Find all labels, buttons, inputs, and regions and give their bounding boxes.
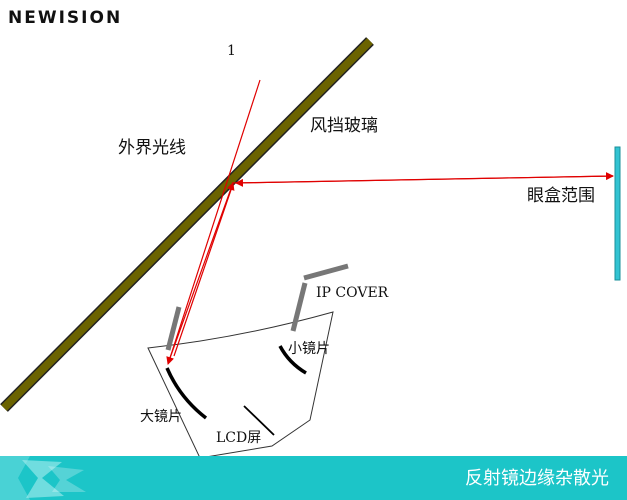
eyebox-label: 眼盒范围 bbox=[527, 186, 595, 206]
ip-cover-label: IP COVER bbox=[316, 285, 389, 301]
ray-large-mirror-to-windshield bbox=[169, 182, 235, 359]
large-mirror-label: 大镜片 bbox=[140, 409, 182, 425]
ray-mirror-to-windshield-2 bbox=[173, 186, 233, 357]
small-mirror bbox=[278, 345, 307, 375]
windshield-label: 风挡玻璃 bbox=[310, 116, 378, 136]
windshield-bar bbox=[1, 38, 373, 411]
outside-light-ray bbox=[166, 79, 261, 365]
ip-cover-bracket-right-arm bbox=[303, 263, 349, 281]
outside-light-label: 外界光线 bbox=[118, 138, 186, 158]
footer-bar: 反射镜边缘杂散光 bbox=[0, 456, 627, 500]
eyebox-bar bbox=[614, 146, 621, 281]
ip-cover-bracket-right bbox=[290, 282, 308, 332]
small-mirror-label: 小镜片 bbox=[288, 341, 330, 357]
brand-logo: NEWISION bbox=[8, 8, 123, 28]
hud-stray-light-diagram bbox=[0, 37, 621, 456]
ip-cover-bracket-left bbox=[165, 306, 182, 351]
ray-from-eyebox bbox=[235, 175, 614, 187]
footer-decoration-icon bbox=[0, 456, 86, 500]
large-mirror bbox=[165, 367, 208, 420]
lcd-screen bbox=[243, 405, 275, 436]
footer-title: 反射镜边缘杂散光 bbox=[465, 468, 609, 489]
hud-housing bbox=[147, 311, 334, 456]
ray-number-label: 1 bbox=[227, 43, 236, 59]
lcd-label: LCD屏 bbox=[216, 430, 262, 446]
